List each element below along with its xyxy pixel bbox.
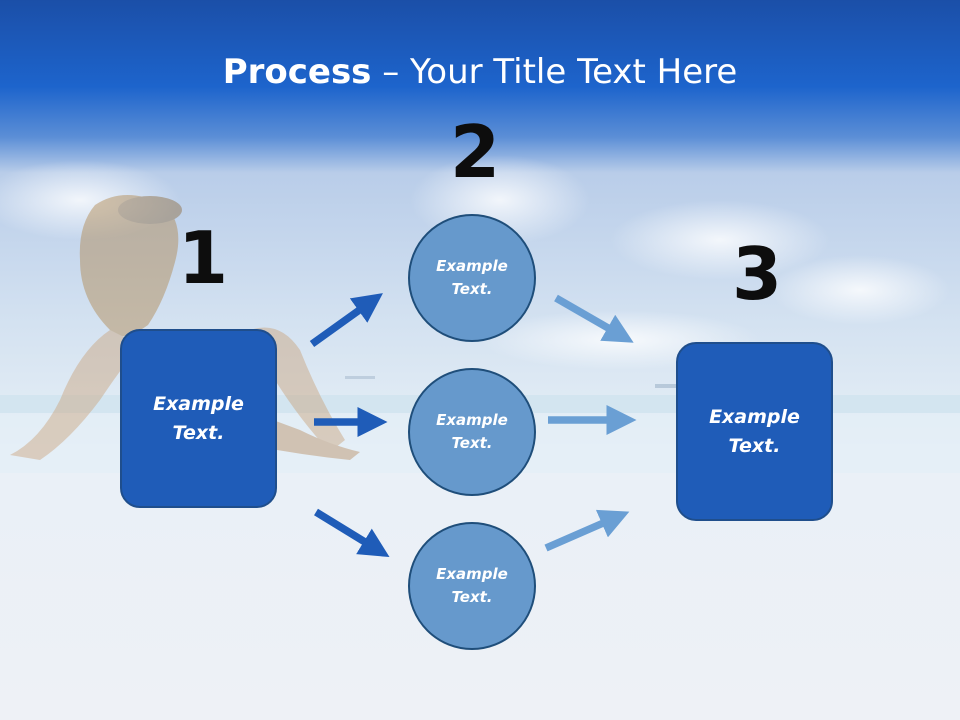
arrow-left-to-top [309,293,383,348]
step-3-number: 3 [732,232,783,316]
left-box-line1: Example [153,392,244,415]
step-2-number: 2 [450,110,501,194]
arrow-top-to-right [554,294,634,343]
circle-mid-line1: Example [436,411,508,429]
left-box-line2: Text. [172,421,225,444]
step-1-number: 1 [178,216,229,300]
arrow-left-to-bottom [314,508,390,558]
title-bold: Process [222,52,372,92]
right-box-line1: Example [709,405,800,428]
circle-mid-line2: Text. [451,434,493,452]
title-rest: – Your Title Text Here [371,52,738,92]
circle-top-line1: Example [436,257,508,275]
slide-title: Process – Your Title Text Here [0,52,960,92]
arrow-bottom-to-right [544,509,630,552]
right-box-line2: Text. [728,434,781,457]
circle-bottom-line2: Text. [451,588,493,606]
circle-bottom-line1: Example [436,565,508,583]
circle-top-line2: Text. [451,280,493,298]
